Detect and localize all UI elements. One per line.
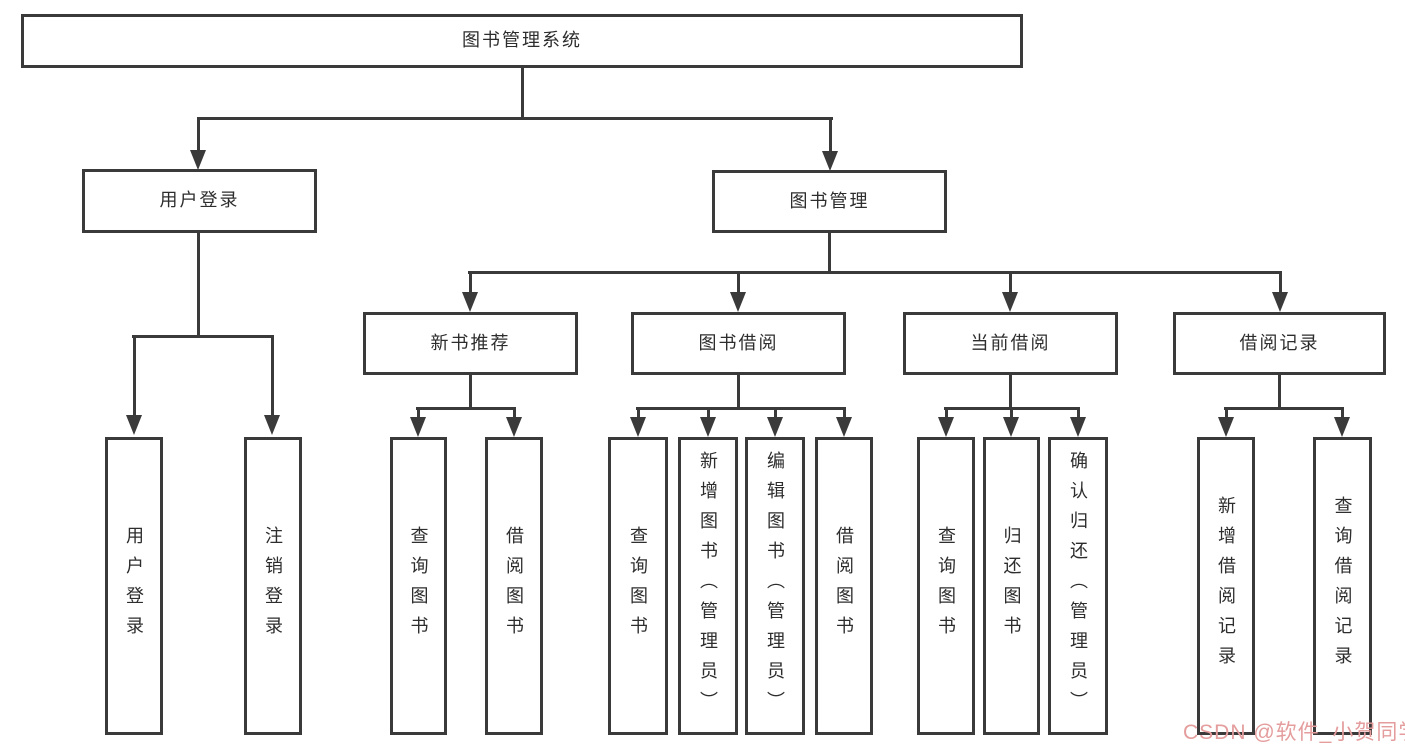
connector-hline [636,407,846,410]
connector-vline [417,407,420,419]
connector-hline [197,117,833,120]
node-borrow-books-recommend: 借阅图书 [485,437,543,735]
node-user-login: 用户登录 [82,169,317,233]
connector-vline [271,335,274,417]
node-label: 查询图书 [628,526,648,646]
node-library-system: 图书管理系统 [21,14,1023,68]
connector-vline [843,407,846,419]
node-label: 查询图书 [936,526,956,646]
arrow-down-icon [506,417,522,437]
node-book-management: 图书管理 [712,170,947,233]
node-query-books-recommend: 查询图书 [390,437,447,735]
arrow-down-icon [1218,417,1234,437]
connector-vline [829,117,832,153]
node-label: 当前借阅 [970,332,1051,353]
csdn-watermark: CSDN @软件_小贺同学 [1183,721,1405,744]
arrow-down-icon [730,292,746,312]
arrow-down-icon [1070,417,1086,437]
connector-vline [774,407,777,419]
node-book-borrowing: 图书借阅 [631,312,846,375]
connector-vline [469,271,472,294]
node-label: 图书管理 [789,190,870,211]
arrow-down-icon [462,292,478,312]
connector-vline [197,233,200,337]
connector-vline [737,271,740,294]
node-label: 图书借阅 [698,332,779,353]
arrow-down-icon [700,417,716,437]
node-label: 借阅图书 [834,526,854,646]
node-current-borrowing: 当前借阅 [903,312,1118,375]
arrow-down-icon [1002,292,1018,312]
node-label: 新增借阅记录 [1216,496,1236,676]
connector-vline [945,407,948,419]
connector-vline [637,407,640,419]
node-label: 编辑图书（管理员） [765,451,785,721]
connector-vline [133,335,136,417]
connector-hline [132,335,274,338]
connector-vline [1009,375,1012,409]
connector-vline [197,117,200,153]
node-add-books-admin: 新增图书（管理员） [678,437,738,735]
connector-hline [1224,407,1344,410]
connector-vline [1077,407,1080,419]
node-query-borrow-record: 查询借阅记录 [1313,437,1372,735]
node-label: 借阅图书 [504,526,524,646]
arrow-down-icon [938,417,954,437]
arrow-down-icon [1003,417,1019,437]
connector-vline [469,375,472,409]
node-user-login-leaf: 用户登录 [105,437,163,735]
node-label: 新增图书（管理员） [698,451,718,721]
arrow-down-icon [822,151,838,171]
connector-hline [468,271,1282,274]
node-label: 借阅记录 [1239,332,1320,353]
node-query-books-current: 查询图书 [917,437,975,735]
node-label: 用户登录 [159,190,240,211]
node-return-books: 归还图书 [983,437,1040,735]
connector-vline [521,67,524,117]
node-label: 归还图书 [1001,526,1022,646]
arrow-down-icon [1334,417,1350,437]
connector-vline [828,233,831,274]
node-label: 新书推荐 [430,332,511,353]
node-label: 查询图书 [408,526,429,646]
node-label: 图书管理系统 [462,30,582,51]
connector-vline [513,407,516,419]
node-borrowing-records: 借阅记录 [1173,312,1386,375]
connector-vline [1009,271,1012,294]
node-confirm-return-admin: 确认归还（管理员） [1048,437,1108,735]
node-borrow-books-borrowing: 借阅图书 [815,437,873,735]
arrow-down-icon [264,415,280,435]
connector-vline [707,407,710,419]
arrow-down-icon [1272,292,1288,312]
connector-vline [1279,271,1282,294]
connector-vline [737,375,740,409]
node-new-book-recommendation: 新书推荐 [363,312,578,375]
connector-vline [1341,407,1344,419]
arrow-down-icon [767,417,783,437]
node-label: 确认归还（管理员） [1068,451,1088,721]
connector-vline [1010,407,1013,419]
node-edit-books-admin: 编辑图书（管理员） [745,437,805,735]
node-label: 查询借阅记录 [1332,496,1353,676]
node-label: 注销登录 [263,526,283,646]
node-logout-leaf: 注销登录 [244,437,302,735]
node-query-books-borrowing: 查询图书 [608,437,668,735]
node-label: 用户登录 [124,526,144,646]
arrow-down-icon [410,417,426,437]
arrow-down-icon [190,150,206,170]
arrow-down-icon [126,415,142,435]
connector-vline [1278,375,1281,409]
node-add-borrow-record: 新增借阅记录 [1197,437,1255,735]
arrow-down-icon [836,417,852,437]
connector-vline [1225,407,1228,419]
connector-hline [416,407,516,410]
arrow-down-icon [630,417,646,437]
